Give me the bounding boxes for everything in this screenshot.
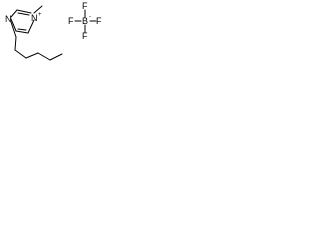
bond-n1-c2 <box>10 9 18 18</box>
n3-charge: + <box>38 12 42 18</box>
bond-n3-c4 <box>27 19 35 34</box>
fluorine-top: F <box>82 1 88 11</box>
bond-n1-hexyl-1 <box>10 21 17 38</box>
bond-hexyl-2 <box>14 36 17 51</box>
fluorine-left: F <box>68 16 74 26</box>
boron-label: B <box>82 16 88 26</box>
bond-hexyl-3 <box>14 49 27 59</box>
fluorine-right: F <box>96 16 102 26</box>
bond-c2-n3-double <box>17 12 30 16</box>
n1-label: N <box>5 14 12 24</box>
chemical-structure-svg: N N + B - F F F F <box>5 1 102 61</box>
bond-hexyl-4 <box>25 52 39 59</box>
bond-c5-n1 <box>10 18 17 32</box>
structure-canvas: N N + B - F F F F <box>0 0 106 80</box>
bond-c4-c5-double <box>17 28 27 31</box>
bond-c4-c5 <box>15 30 29 34</box>
n3-label: N <box>31 13 38 23</box>
boron-charge: - <box>89 14 91 20</box>
bond-n3-methyl <box>33 5 43 14</box>
imidazolium-cation: N N + <box>5 5 63 61</box>
tetrafluoroborate-anion: B - F F F F <box>68 1 102 41</box>
bond-c2-n3 <box>16 9 32 14</box>
bond-hexyl-5 <box>37 52 51 61</box>
bond-hexyl-6 <box>49 53 63 61</box>
fluorine-bottom: F <box>82 31 88 41</box>
